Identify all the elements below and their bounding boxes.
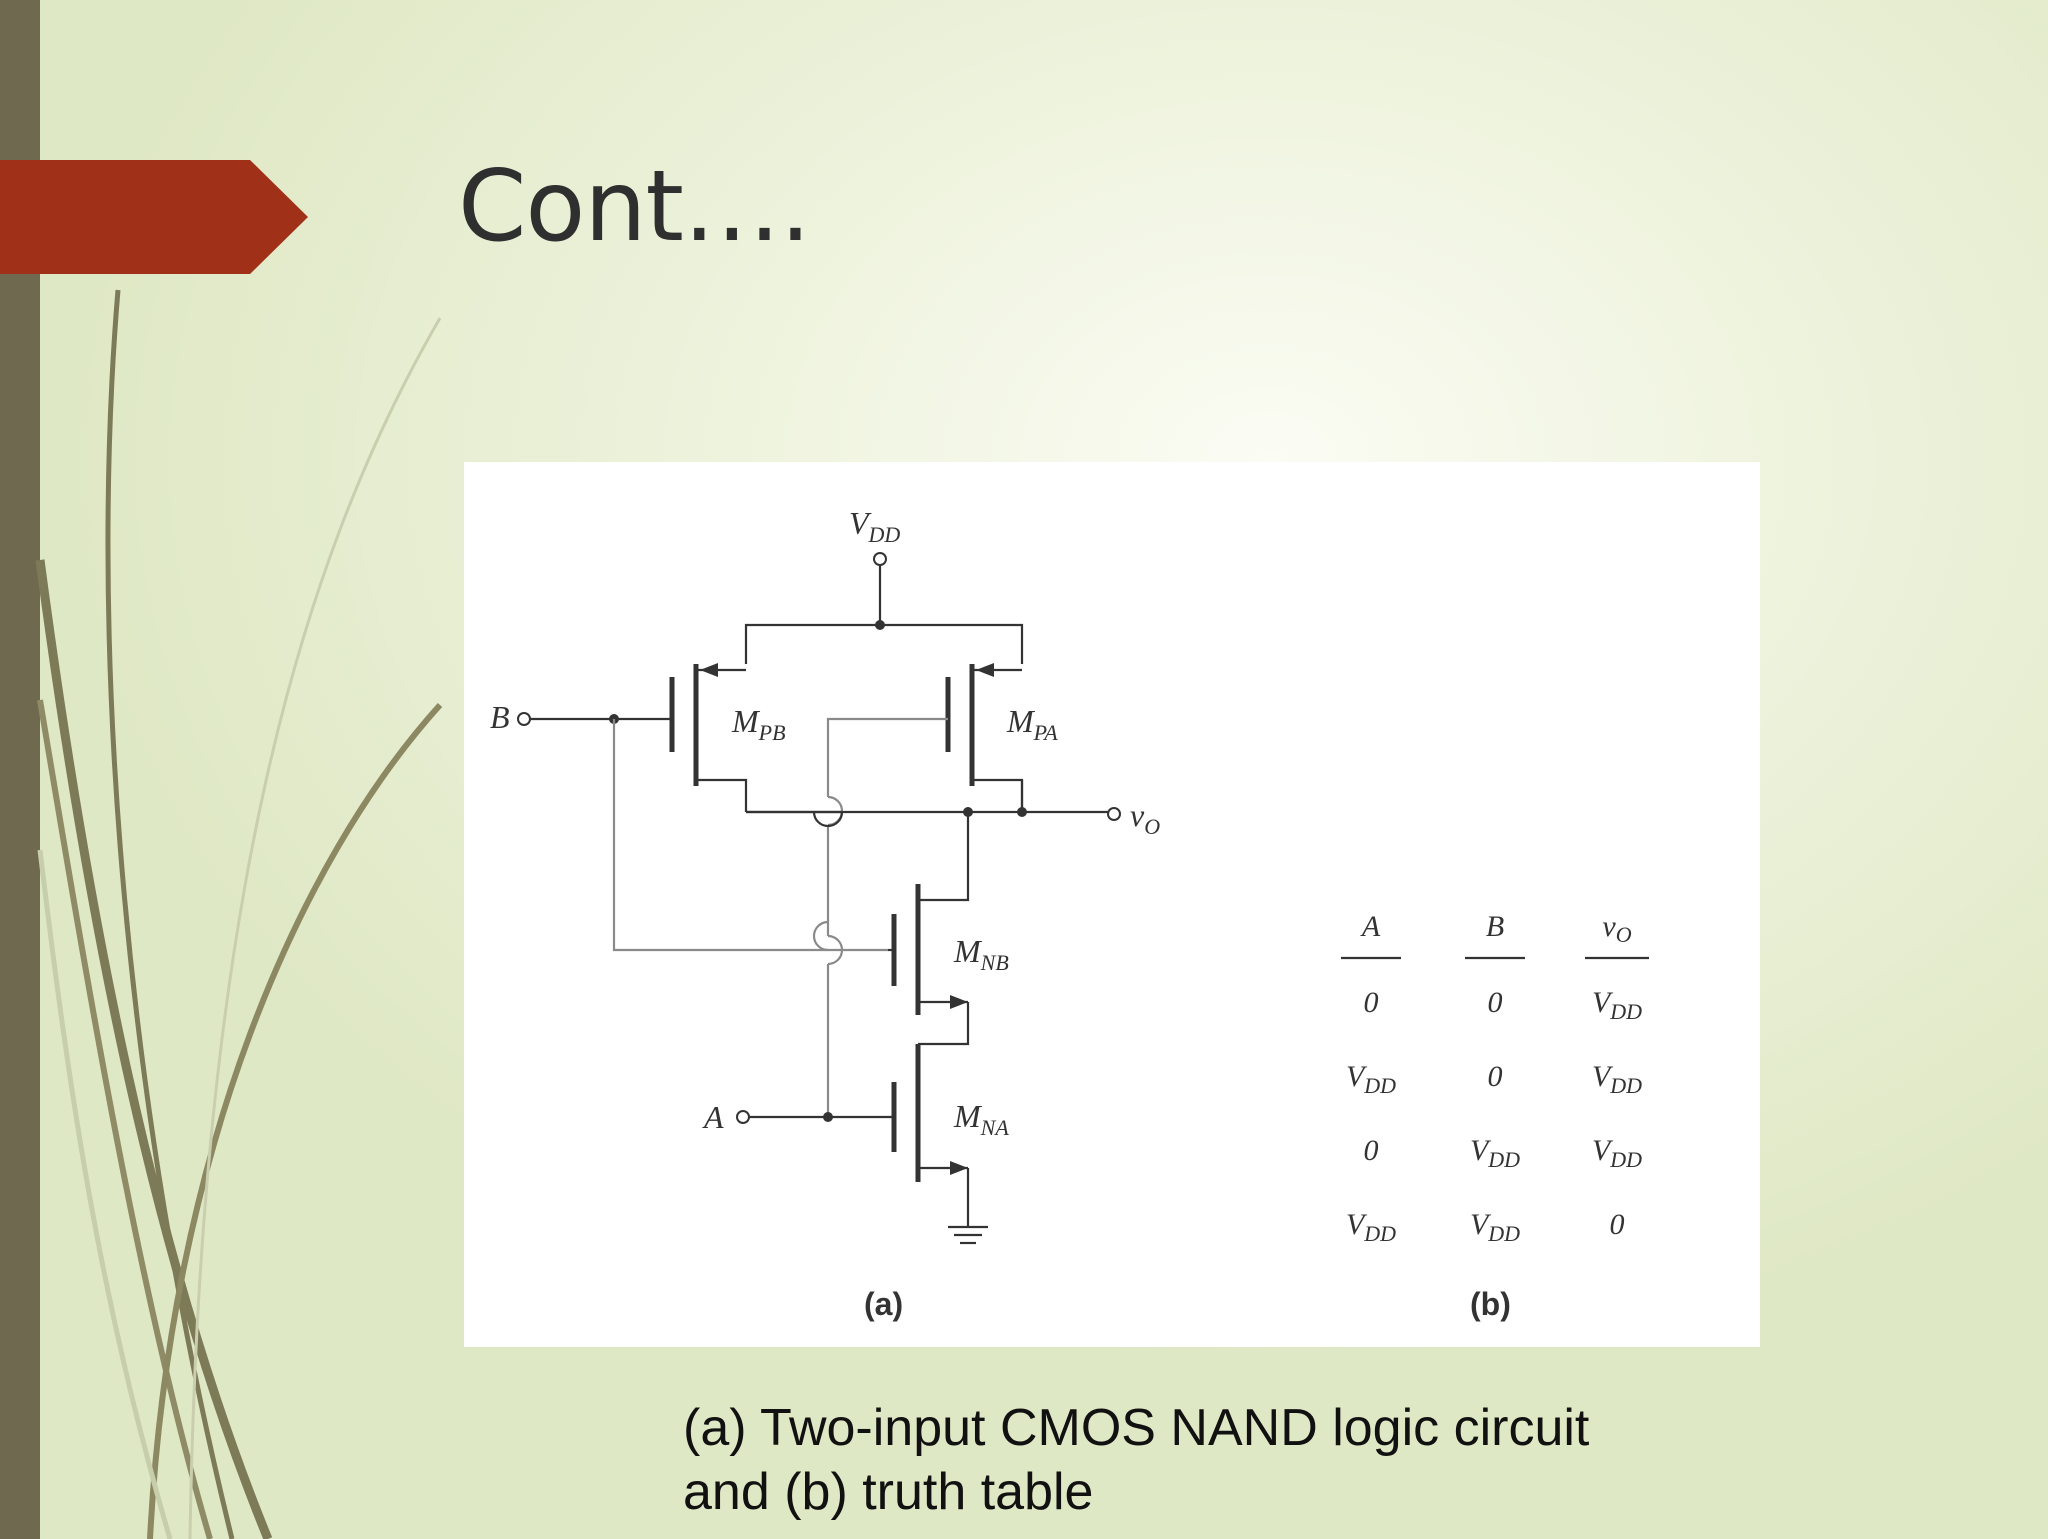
- slide-title: Cont….: [458, 150, 811, 264]
- input-b-terminal[interactable]: [517, 712, 531, 726]
- caption-line-2: and (b) truth table: [683, 1463, 1094, 1521]
- truth-table-cell: VDD: [1346, 1208, 1396, 1246]
- mpa-label: MPA: [1006, 703, 1058, 745]
- output-terminal: [1107, 807, 1121, 821]
- transistor-mpb: MPB: [669, 663, 786, 812]
- vdd-label: VDD: [849, 505, 900, 547]
- truth-table-cell: 0: [1364, 986, 1379, 1019]
- transistor-mpa: MPA: [945, 663, 1058, 812]
- header-a: A: [1360, 910, 1381, 943]
- figure-label-a: (a): [864, 1286, 903, 1322]
- transistor-mnb: MNB: [888, 812, 1009, 1046]
- truth-table-cell: VDD: [1470, 1134, 1520, 1172]
- mna-label: MNA: [953, 1098, 1009, 1140]
- truth-table-cell: VDD: [1346, 1060, 1396, 1098]
- figure-caption: (a) Two-input CMOS NAND logic circuit an…: [683, 1396, 1683, 1524]
- title-arrow-tab: [0, 160, 308, 274]
- input-a-label: A: [702, 1099, 724, 1135]
- truth-table-cell: 0: [1610, 1208, 1625, 1241]
- header-b: B: [1486, 910, 1504, 943]
- truth-table-cell: VDD: [1592, 1060, 1642, 1098]
- decorative-grass-swooshes: [35, 289, 443, 1539]
- truth-table-cell: VDD: [1592, 986, 1642, 1024]
- mnb-label: MNB: [953, 933, 1009, 975]
- vdd-terminal: [873, 552, 887, 566]
- truth-table-cell: 0: [1488, 986, 1503, 1019]
- input-b-label: B: [490, 699, 510, 735]
- figure-panel: VDD MPB MPA B: [464, 462, 1760, 1347]
- truth-table-cell: VDD: [1592, 1134, 1642, 1172]
- figure-label-b: (b): [1470, 1286, 1511, 1322]
- truth-table-header: A B vO: [1341, 910, 1649, 960]
- truth-table-cell: 0: [1488, 1060, 1503, 1093]
- truth-table-cell: 0: [1364, 1134, 1379, 1167]
- ground-symbol: [948, 1225, 988, 1245]
- header-vo: vO: [1602, 910, 1631, 947]
- truth-table-cell: VDD: [1470, 1208, 1520, 1246]
- transistor-mna: MNA: [891, 1044, 1009, 1227]
- caption-line-1: (a) Two-input CMOS NAND logic circuit: [683, 1399, 1590, 1457]
- mpb-label: MPB: [731, 703, 786, 745]
- input-a-terminal[interactable]: [736, 1110, 750, 1124]
- nand-figure: VDD MPB MPA B: [490, 505, 1649, 1322]
- output-label: vO: [1130, 797, 1160, 839]
